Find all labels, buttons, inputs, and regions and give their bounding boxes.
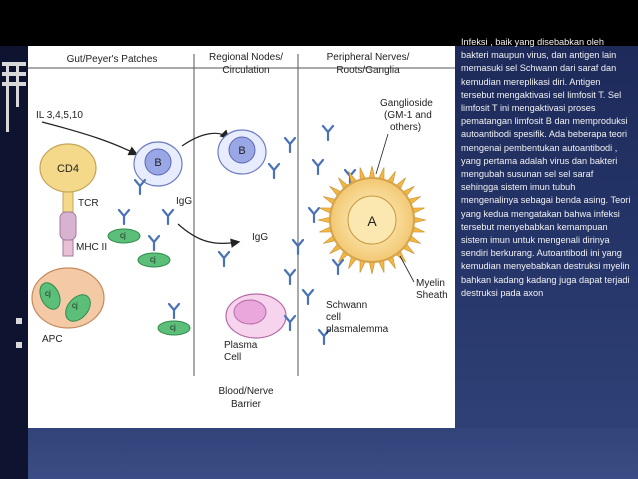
antibody-icon: [147, 234, 161, 252]
decorative-stripes: [2, 62, 26, 132]
immunology-figure: Gut/Peyer's Patches Regional Nodes/ Circ…: [28, 46, 455, 428]
myelin-label-1: Myelin: [416, 278, 445, 289]
header-regional-2: Circulation: [222, 65, 269, 76]
stripe-bar: [16, 62, 19, 107]
cj-label-apc-1: cj: [45, 289, 51, 298]
cj-oval-apc-1: [39, 282, 61, 310]
antibody-icon: [117, 208, 131, 226]
antibody-icon: [311, 158, 325, 176]
myelin-pointer: [399, 255, 415, 283]
header-peripheral-1: Peripheral Nerves/: [327, 52, 410, 63]
cd4-label: CD4: [57, 163, 79, 175]
b-label-regional: B: [238, 145, 245, 157]
barrier-label-1: Blood/Nerve: [218, 386, 273, 397]
antibody-icon: [331, 258, 345, 276]
cj-oval-2: [137, 252, 171, 268]
antibody-icon: [307, 206, 321, 224]
cj-oval-apc-2: [65, 294, 91, 322]
strip-mark: [16, 342, 22, 348]
ganglioside-label-3: others): [390, 122, 421, 133]
antibody-icon: [321, 124, 335, 142]
b-cell-nucleus-regional: [228, 136, 256, 164]
b-label-gut: B: [154, 157, 161, 169]
axon-label: A: [367, 213, 377, 229]
bottom-band: [28, 428, 638, 479]
header-regional-1: Regional Nodes/: [209, 52, 283, 63]
il-arrow: [41, 121, 139, 156]
stripe: [2, 62, 26, 66]
stripe: [2, 82, 26, 86]
ganglioside-pointer: [375, 133, 389, 175]
cj-label-2: cj: [150, 255, 156, 264]
schwann-label-1: Schwann: [326, 300, 367, 311]
left-decorative-strip: [0, 46, 28, 479]
antibody-icon: [217, 250, 231, 268]
antibody-icon: [283, 314, 297, 332]
mhc-stem: [62, 239, 74, 257]
header-gut: Gut/Peyer's Patches: [67, 54, 158, 65]
cj-label-apc-2: cj: [72, 301, 78, 310]
stripe-bar: [6, 62, 9, 132]
tcr-stem: [62, 191, 74, 213]
antibody-icon: [167, 302, 181, 320]
igg-label-regional: IgG: [252, 232, 268, 243]
cj-oval-3: [157, 320, 191, 336]
ganglioside-label-1: Ganglioside: [380, 98, 433, 109]
cj-label-1: cj: [120, 231, 126, 240]
ganglioside-label-2: (GM-1 and: [384, 110, 432, 121]
tcr-receptor: [59, 211, 77, 241]
antibody-icon: [283, 268, 297, 286]
tcr-label: TCR: [78, 198, 99, 209]
schwann-label-2: cell: [326, 312, 341, 323]
antibody-icon: [301, 288, 315, 306]
antibody-icon: [283, 136, 297, 154]
cj-label-3: cj: [170, 323, 176, 332]
myelin-label-2: Sheath: [416, 290, 448, 301]
antibody-icon: [161, 208, 175, 226]
igg-label-gut: IgG: [176, 196, 192, 207]
igg-arrow: [177, 223, 241, 248]
body-text: Infeksi , baik yang disebabkan oleh bakt…: [461, 37, 631, 298]
strip-mark: [16, 318, 22, 324]
stripe: [2, 72, 26, 76]
b-cell-nucleus-gut: [144, 148, 172, 176]
il-label: IL 3,4,5,10: [36, 110, 83, 121]
text-panel: Infeksi , baik yang disebabkan oleh bakt…: [461, 36, 633, 436]
axon-group: A: [317, 165, 427, 275]
cj-oval-1: [107, 228, 141, 244]
schwann-label-3: plasmalemma: [326, 324, 389, 335]
antibody-icon: [267, 162, 281, 180]
barrier-label-2: Barrier: [231, 399, 262, 410]
antibody-icon: [133, 178, 147, 196]
top-bar: [0, 0, 638, 46]
apc-label: APC: [42, 334, 63, 345]
plasma-label-2: Cell: [224, 352, 241, 363]
mhc-label: MHC II: [76, 242, 107, 253]
header-peripheral-2: Roots/Ganglia: [336, 65, 400, 76]
axon-core: [347, 195, 397, 245]
plasma-label-1: Plasma: [224, 340, 258, 351]
plasma-cell-nucleus: [233, 299, 267, 325]
